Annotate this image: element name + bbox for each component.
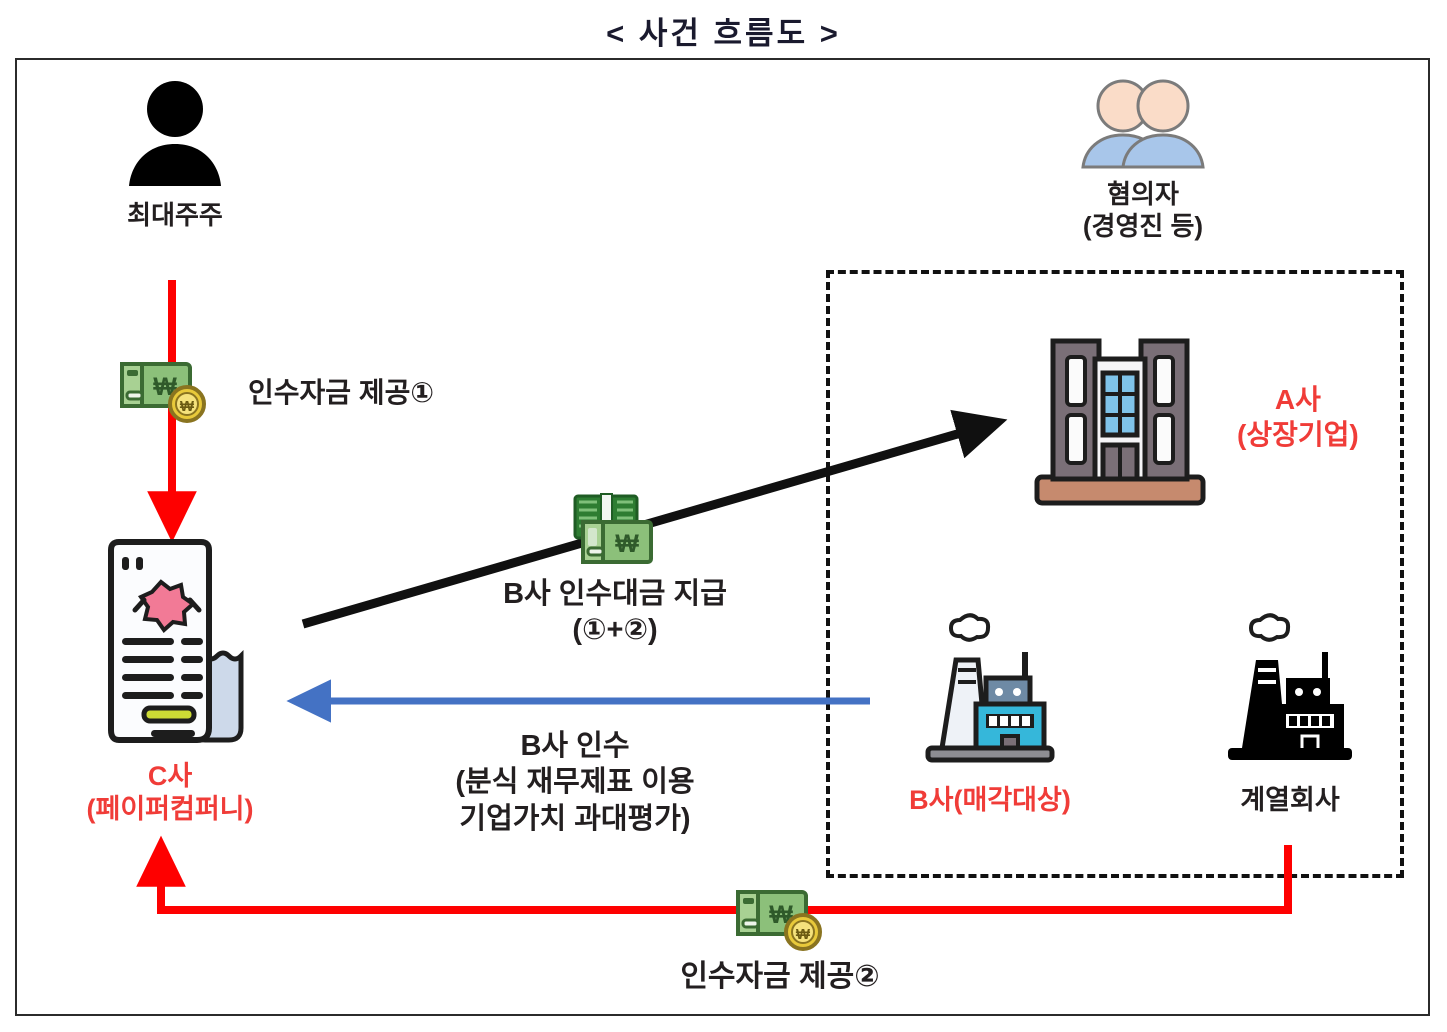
factory-blue-icon xyxy=(925,613,1055,763)
money-bill-coin-icon: ₩ ₩ xyxy=(736,890,822,951)
flow-payment-b: ₩ B사 인수대금 지급 (①+②) xyxy=(440,490,790,649)
flow-funding-one: ₩ ₩ 인수자금 제공① xyxy=(118,356,434,428)
node-suspects: 혐의자 (경영진 등) xyxy=(1000,76,1286,242)
svg-text:₩: ₩ xyxy=(796,926,811,943)
node-affiliate: 계열회사 xyxy=(1175,608,1405,817)
node-company-c: C사 (페이퍼컴퍼니) xyxy=(25,538,315,826)
flow-label-funding-two: 인수자금 제공② xyxy=(680,960,880,993)
page-title: < 사건 흐름도 > xyxy=(606,16,841,51)
node-company-a: A사 (상장기업) xyxy=(1025,325,1405,510)
svg-text:₩: ₩ xyxy=(180,398,195,415)
office-building-icon xyxy=(1034,338,1206,506)
node-company-b: B사(매각대상) xyxy=(870,608,1110,817)
flow-label-acquire-b: B사 인수 (분식 재무제표 이용 기업가치 과대평가) xyxy=(455,730,695,835)
node-label-company-b: B사(매각대상) xyxy=(909,785,1071,815)
svg-text:₩: ₩ xyxy=(615,530,639,558)
flow-funding-two: ₩ ₩ 인수자금 제공② xyxy=(580,888,980,996)
node-largest-shareholder: 최대주주 xyxy=(60,78,290,232)
node-label-suspects: 혐의자 (경영진 등) xyxy=(1082,179,1204,241)
flow-label-funding-one: 인수자금 제공① xyxy=(248,376,435,408)
node-label-affiliate: 계열회사 xyxy=(1240,785,1340,815)
two-people-icon xyxy=(1081,79,1205,169)
money-stack-icon: ₩ xyxy=(573,493,653,564)
document-certificate-icon xyxy=(108,539,244,743)
money-bill-coin-icon: ₩ ₩ xyxy=(120,362,206,423)
node-label-company-a: A사 (상장기업) xyxy=(1237,384,1359,450)
node-label-largest-shareholder: 최대주주 xyxy=(127,200,223,230)
node-label-company-c: C사 (페이퍼컴퍼니) xyxy=(86,761,254,824)
person-silhouette-icon xyxy=(129,81,221,186)
flow-label-payment-b: B사 인수대금 지급 (①+②) xyxy=(503,578,727,647)
factory-black-icon xyxy=(1228,613,1352,760)
